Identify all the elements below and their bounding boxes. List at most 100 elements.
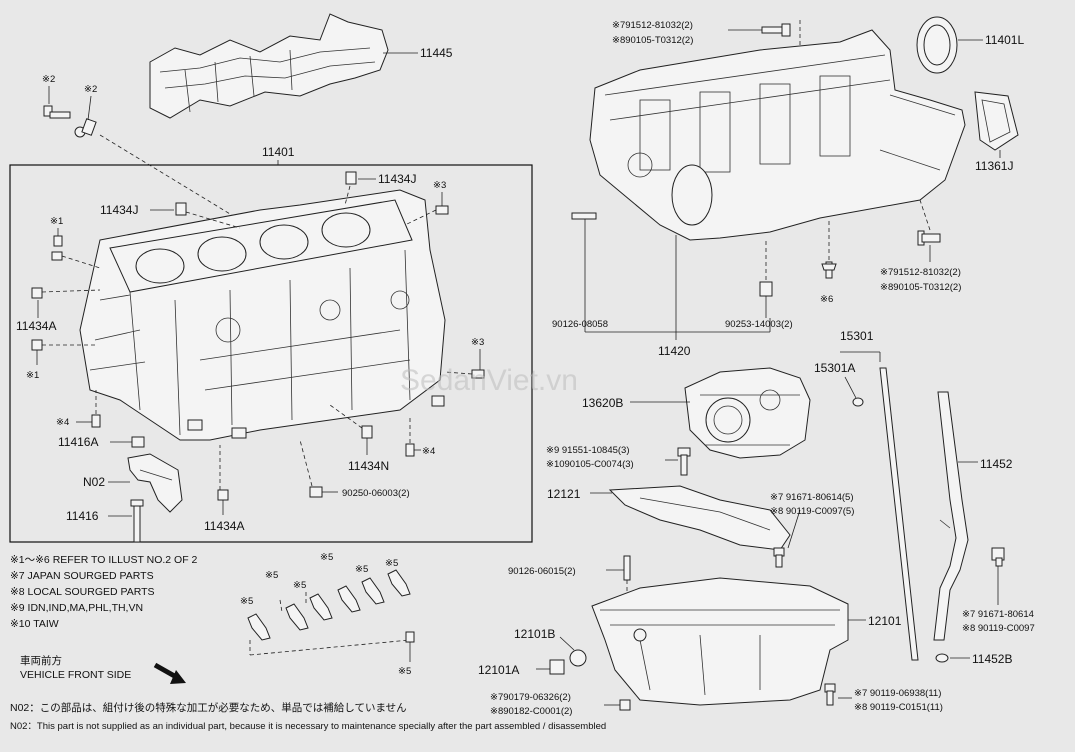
oil-pan-12101-drawing bbox=[591, 577, 849, 706]
dowel-11434j-a bbox=[345, 171, 357, 185]
part-label-11434n: 11434N bbox=[348, 459, 389, 473]
callout-plug-1: ※790179-06326(2) bbox=[490, 692, 571, 703]
dowel-m1-a2 bbox=[51, 251, 63, 261]
mark-5-g: ※5 bbox=[398, 666, 411, 677]
dowel-11434a-b bbox=[217, 489, 229, 501]
part-label-13620b: 13620B bbox=[582, 396, 623, 410]
legend-line-7: ※7 JAPAN SOURGED PARTS bbox=[10, 570, 154, 582]
baffle-plate-12121-drawing bbox=[608, 485, 791, 551]
mark-2-a: ※2 bbox=[42, 74, 55, 85]
part-label-11416: 11416 bbox=[66, 509, 99, 523]
part-label-11434j-a: 11434J bbox=[378, 172, 416, 186]
callout-bolt-top-2: ※890105-T0312(2) bbox=[612, 35, 693, 46]
legend-line-10: ※10 TAIW bbox=[10, 618, 59, 630]
pin-90253 bbox=[759, 281, 773, 297]
mark-5-e: ※5 bbox=[355, 564, 368, 575]
pin-m4-b bbox=[405, 443, 415, 457]
legend-line-9: ※9 IDN,IND,MA,PHL,TH,VN bbox=[10, 602, 143, 614]
mark-5-d: ※5 bbox=[320, 552, 333, 563]
bolt-gauge-drawing bbox=[991, 547, 1005, 567]
part-label-12101: 12101 bbox=[868, 614, 902, 628]
mark-5-f: ※5 bbox=[385, 558, 398, 569]
part-label-15301: 15301 bbox=[840, 329, 874, 343]
part-label-11416a: 11416A bbox=[58, 435, 98, 449]
part-label-11434j-b: 11434J bbox=[100, 203, 138, 217]
o-ring-11452b bbox=[935, 653, 949, 663]
mark-5-b: ※5 bbox=[265, 570, 278, 581]
callout-bolt-right-2: ※890105-T0312(2) bbox=[880, 282, 961, 293]
bolt-m2-a-drawing bbox=[43, 105, 71, 119]
part-label-12101b: 12101B bbox=[514, 627, 555, 641]
dowel-11434n bbox=[361, 425, 373, 439]
callout-plate-bolt-2: ※8 90119-C0097(5) bbox=[770, 506, 854, 517]
oil-jet-clips-drawing bbox=[247, 569, 411, 641]
mark-1-b: ※1 bbox=[26, 370, 39, 381]
front-side-en: VEHICLE FRONT SIDE bbox=[20, 669, 131, 681]
bolt-pump-drawing bbox=[677, 447, 691, 476]
dowel-11434a-a bbox=[31, 287, 43, 299]
plug-oilpan bbox=[619, 699, 631, 711]
watermark: SedanViet.vn bbox=[400, 364, 578, 397]
bolt-m2-b-drawing bbox=[74, 118, 97, 138]
bolt-plate-drawing bbox=[773, 547, 785, 568]
dowel-m1-b bbox=[31, 339, 43, 351]
drain-plug-12101a bbox=[549, 659, 565, 675]
oil-pump-13620b-drawing bbox=[684, 367, 811, 459]
bolt-11416-drawing bbox=[130, 499, 144, 543]
part-label-11445: 11445 bbox=[420, 46, 453, 60]
plug-m3-a bbox=[435, 205, 449, 215]
callout-plug-2: ※890182-C0001(2) bbox=[490, 706, 572, 717]
bolt-pan-drawing bbox=[824, 683, 836, 706]
o-ring-15301a bbox=[852, 397, 864, 407]
insulator-11445-drawing bbox=[149, 13, 389, 119]
part-label-11434a-b: 11434A bbox=[204, 519, 244, 533]
part-label-90126-08058: 90126-08058 bbox=[552, 319, 608, 330]
bearing-cap-n02-drawing bbox=[127, 453, 183, 513]
part-label-90126-06015: 90126-06015(2) bbox=[508, 566, 576, 577]
note-n02-en: N02：This part is not supplied as an indi… bbox=[10, 721, 606, 732]
mark-4-b: ※4 bbox=[422, 446, 435, 457]
legend-line-8: ※8 LOCAL SOURGED PARTS bbox=[10, 586, 155, 598]
part-label-11452: 11452 bbox=[980, 457, 1013, 471]
note-n02-jp: N02：この部品は、組付け後の特殊な加工が必要なため、単品では補給していません bbox=[10, 701, 407, 714]
part-label-11401: 11401 bbox=[262, 145, 295, 159]
mark-3-a: ※3 bbox=[433, 180, 446, 191]
callout-bolt-top-1: ※791512-81032(2) bbox=[612, 20, 693, 31]
bolt-right-drawing bbox=[917, 230, 941, 246]
part-label-11452b: 11452B bbox=[972, 652, 1012, 666]
cylinder-block-frame bbox=[9, 164, 533, 543]
stud-m6-drawing bbox=[821, 261, 837, 279]
part-label-n02: N02 bbox=[83, 475, 105, 489]
callout-bolt-right-1: ※791512-81032(2) bbox=[880, 267, 961, 278]
dowel-11434j-b bbox=[175, 202, 187, 216]
part-label-11434a-a: 11434A bbox=[16, 319, 56, 333]
cap-11416a bbox=[131, 436, 145, 448]
front-side-jp: 車両前方 bbox=[20, 654, 62, 667]
cylinder-block-11401-drawing bbox=[79, 189, 446, 441]
mark-2-b: ※2 bbox=[84, 84, 97, 95]
callout-pan-bolt-2: ※8 90119-C0151(11) bbox=[854, 702, 943, 713]
gasket-12101b bbox=[569, 649, 587, 667]
mark-5-a: ※5 bbox=[240, 596, 253, 607]
mark-6: ※6 bbox=[820, 294, 833, 305]
cover-11361j-drawing bbox=[974, 91, 1019, 151]
dipstick-15301-drawing bbox=[879, 367, 919, 661]
bolt-top-drawing bbox=[761, 23, 791, 37]
part-label-90250: 90250-06003(2) bbox=[342, 488, 410, 499]
part-label-11401l: 11401L bbox=[985, 33, 1024, 47]
dipstick-guide-11452-drawing bbox=[933, 391, 969, 641]
crankcase-11420-drawing bbox=[589, 29, 966, 241]
pin-m4-a bbox=[91, 414, 101, 428]
mark-4-a: ※4 bbox=[56, 417, 69, 428]
callout-pan-bolt-1: ※7 90119-06938(11) bbox=[854, 688, 941, 699]
dowel-90250 bbox=[309, 486, 323, 498]
stud-90126-06015 bbox=[623, 555, 631, 581]
stud-90126-08058 bbox=[571, 212, 597, 220]
part-label-12121: 12121 bbox=[547, 487, 581, 501]
mark-3-b: ※3 bbox=[471, 337, 484, 348]
part-label-90253: 90253-14003(2) bbox=[725, 319, 793, 330]
callout-gauge-bolt-2: ※8 90119-C0097 bbox=[962, 623, 1035, 634]
oil-seal-11401l-drawing bbox=[916, 16, 958, 74]
pin-m5 bbox=[405, 631, 415, 643]
